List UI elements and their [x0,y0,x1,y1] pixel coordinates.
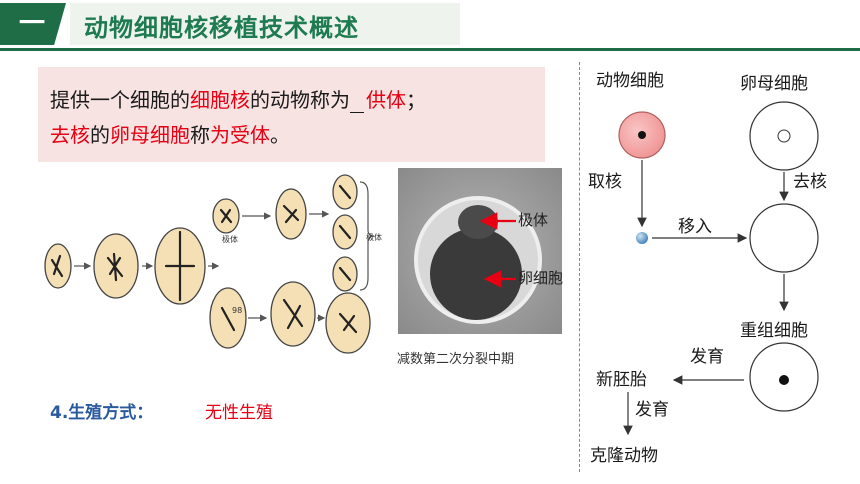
definition-punct: ； [406,88,426,112]
oocyte-micrograph: 极体 卵细胞 [398,168,564,334]
page-title: 动物细胞核移植技术概述 [84,14,359,42]
vertical-divider [579,62,580,472]
chromosome-number-label: 98 [232,306,243,315]
nuclear-transfer-diagram [618,101,819,436]
blank-underline [350,92,364,113]
definition-line-2: 去核的卵母细胞称为受体。 [50,119,290,148]
reproduction-value: 无性生殖 [205,403,273,423]
highlight-recipient: 为受体 [210,123,270,147]
highlight-oocyte: 卵母细胞 [110,123,190,147]
donor-nucleus [636,232,648,244]
enucleated-oocyte-shape [749,203,819,273]
photo-oocyte-label: 卵细胞 [518,269,564,287]
flow-take-nucleus-label: 取核 [588,172,622,192]
definition-punct: 。 [270,123,290,147]
highlight-nucleus: 细胞核 [190,88,250,112]
meiosis-illustration [44,174,375,354]
definition-box [38,67,545,162]
section-number: 一 [18,9,45,39]
flow-develop-label-2: 发育 [635,400,669,420]
oocyte-body [430,228,522,320]
flow-recombinant-label: 重组细胞 [740,321,808,341]
title-background [70,3,460,45]
polar-bracket [359,181,375,291]
flow-cloned-animal-label: 克隆动物 [590,446,658,466]
polar-label-small: 极体 [222,235,238,244]
photo-caption: 减数第二次分裂中期 [397,352,515,367]
highlight-donor: 供体 [366,88,406,112]
highlight-enucleate: 去核 [50,123,90,147]
cell-stage-1 [44,243,72,289]
flow-transfer-label: 移入 [678,217,712,237]
photo-polar-label: 极体 [518,211,549,229]
definition-text: 提供一个细胞的 [50,88,190,112]
flow-new-embryo-label: 新胚胎 [596,370,647,390]
definition-text: 的动物称为 [250,88,350,112]
section-badge [0,3,66,45]
flow-develop-label-1: 发育 [690,347,724,367]
animal-cell-nucleus [638,131,646,139]
definition-line-1: 提供一个细胞的细胞核的动物称为供体； [50,84,426,113]
flow-remove-nucleus-label: 去核 [793,172,827,192]
header-divider [0,48,860,51]
flow-oocyte-label: 卵母细胞 [740,74,808,94]
reproduction-label: 4.生殖方式： [50,403,154,423]
header-bar: 一 动物细胞核移植技术概述 [0,0,860,52]
oocyte-nucleus [777,129,791,143]
flow-animal-cell-label: 动物细胞 [596,71,664,91]
polar-label-bracket: 极体 [366,233,382,242]
definition-text: 的 [90,123,110,147]
recombinant-cell-nucleus [779,375,789,385]
definition-text: 称 [190,123,210,147]
